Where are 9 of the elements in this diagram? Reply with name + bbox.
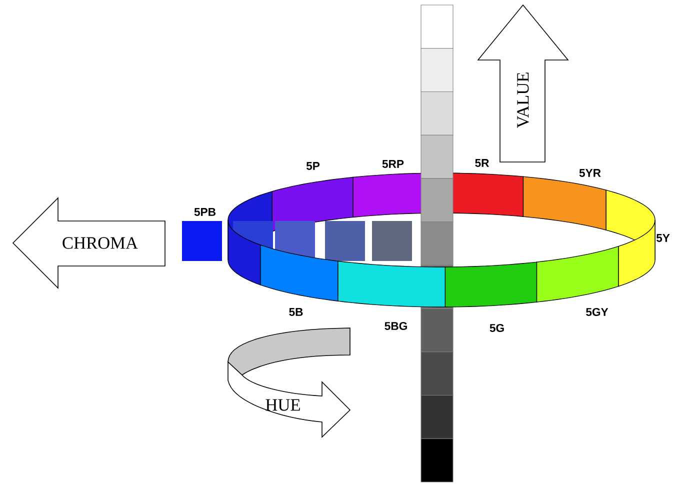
hue-label: 5BG [384,322,407,330]
hue-label: 5YR [579,169,601,177]
hue-label: 5GY [586,308,608,316]
hue-label: 5P [306,162,320,170]
hue-label: 5RP [382,160,404,168]
hue-label: 5B [289,308,303,316]
hue-label: 5PB [194,208,216,216]
hue-label: 5G [490,324,504,332]
hue-label: 5Y [656,234,670,242]
